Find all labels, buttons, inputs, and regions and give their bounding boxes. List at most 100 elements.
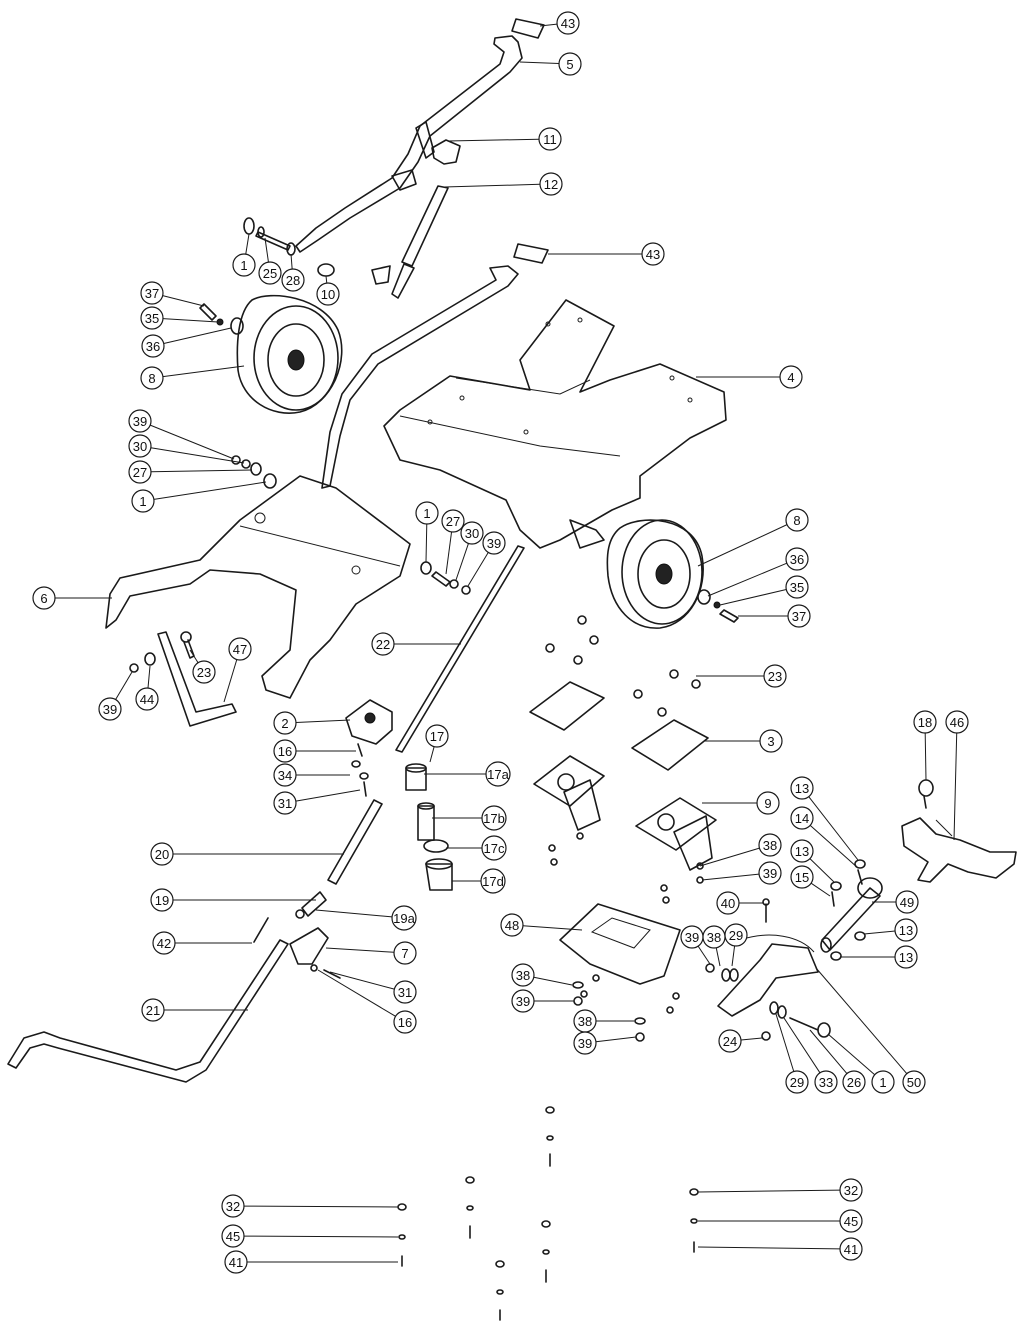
callout-label: 16 — [398, 1015, 412, 1030]
part-31-screw-upper — [363, 781, 367, 797]
callout-circle — [759, 729, 783, 753]
callout-label: 38 — [707, 930, 721, 945]
leader-line-12 — [443, 183, 541, 188]
callout-label: 48 — [505, 918, 519, 933]
leader-line-13 — [808, 796, 859, 861]
part-43-tag-top — [511, 18, 545, 39]
callout-35: 35 — [140, 306, 164, 330]
callout-19a: 19a — [391, 905, 417, 931]
leader-line-46 — [953, 732, 958, 841]
leader-line-29 — [731, 945, 736, 967]
part-20-tube — [327, 799, 383, 885]
part-16-bolt-lower — [310, 964, 318, 972]
leader-line-35 — [162, 318, 219, 323]
leader-line-28 — [290, 253, 293, 270]
leader-line-31 — [295, 789, 361, 802]
callout-circle — [98, 697, 122, 721]
leader-line-39 — [701, 873, 760, 881]
callout-label: 2 — [281, 716, 288, 731]
callout-35: 35 — [785, 575, 809, 599]
callout-label: 9 — [764, 796, 771, 811]
callout-label: 39 — [103, 702, 117, 717]
callout-label: 39 — [516, 994, 530, 1009]
callout-26: 26 — [842, 1070, 866, 1094]
callout-16: 16 — [273, 739, 297, 763]
leader-line-27 — [150, 469, 253, 473]
callout-13: 13 — [894, 945, 918, 969]
part-1-bushing-left — [263, 473, 277, 489]
leader-line-32 — [697, 1189, 841, 1193]
callout-45: 45 — [221, 1224, 245, 1248]
callout-label: 44 — [140, 692, 154, 707]
callout-18: 18 — [913, 710, 937, 734]
leader-line-45 — [243, 1235, 399, 1238]
callout-circle — [32, 586, 56, 610]
part-30-washer-left — [241, 459, 251, 469]
callout-circle — [790, 806, 814, 830]
callout-circle — [756, 791, 780, 815]
callout-39: 39 — [482, 531, 506, 555]
callout-circle — [895, 890, 919, 914]
leader-line-5 — [519, 61, 560, 65]
part-37-bolt-left — [199, 303, 217, 321]
leader-line-39 — [697, 945, 711, 965]
callout-label: 43 — [561, 16, 575, 31]
callout-circle — [480, 868, 506, 894]
part-19-fitting — [301, 891, 327, 917]
callout-label: 47 — [233, 642, 247, 657]
callout-29: 29 — [724, 923, 748, 947]
callout-circle — [221, 1194, 245, 1218]
callout-50: 50 — [902, 1070, 926, 1094]
callout-circle — [273, 739, 297, 763]
leader-line-36 — [707, 562, 788, 597]
callout-17: 17 — [425, 724, 449, 748]
callout-label: 41 — [844, 1242, 858, 1257]
callout-label: 39 — [578, 1036, 592, 1051]
callout-circle — [150, 842, 174, 866]
callout-circle — [718, 1029, 742, 1053]
callout-9: 9 — [756, 791, 780, 815]
callout-label: 23 — [197, 665, 211, 680]
callout-label: 19 — [155, 893, 169, 908]
callout-5: 5 — [558, 52, 582, 76]
callout-label: 39 — [487, 536, 501, 551]
callout-label: 38 — [578, 1014, 592, 1029]
leader-line-31 — [329, 971, 395, 990]
part-37-bolt-right — [719, 609, 739, 623]
callout-label: 16 — [278, 744, 292, 759]
part-23-bolts-center — [545, 615, 701, 717]
callout-circle — [481, 805, 507, 831]
callout-1: 1 — [131, 489, 155, 513]
part-16-bolt-upper — [357, 743, 363, 757]
callout-label: 35 — [145, 311, 159, 326]
leader-line-38 — [533, 976, 573, 986]
part-17d-cup — [425, 858, 453, 891]
callout-21: 21 — [141, 998, 165, 1022]
callout-circle — [500, 913, 524, 937]
callout-label: 27 — [446, 514, 460, 529]
callout-label: 17b — [483, 811, 505, 826]
leader-line-39 — [467, 552, 489, 587]
callout-25: 25 — [258, 261, 282, 285]
callout-circle — [128, 434, 152, 458]
callout-circle — [391, 905, 417, 931]
callout-label: 37 — [145, 286, 159, 301]
part-8-wheel-left — [236, 294, 343, 414]
callout-circle — [393, 1010, 417, 1034]
callout-31: 31 — [273, 791, 297, 815]
callout-circle — [221, 1224, 245, 1248]
callout-24: 24 — [718, 1029, 742, 1053]
callout-label: 32 — [226, 1199, 240, 1214]
part-27-spacer-right — [431, 571, 451, 587]
leader-line-27 — [445, 531, 453, 575]
callout-circle — [842, 1070, 866, 1094]
callout-38: 38 — [511, 963, 535, 987]
leader-line-48 — [522, 925, 583, 931]
part-30-washer-right — [449, 579, 459, 589]
callout-label: 43 — [646, 247, 660, 262]
callout-label: 31 — [398, 985, 412, 1000]
callout-label: 30 — [133, 439, 147, 454]
leader-line-2 — [295, 719, 351, 723]
part-22-rod — [395, 545, 525, 753]
